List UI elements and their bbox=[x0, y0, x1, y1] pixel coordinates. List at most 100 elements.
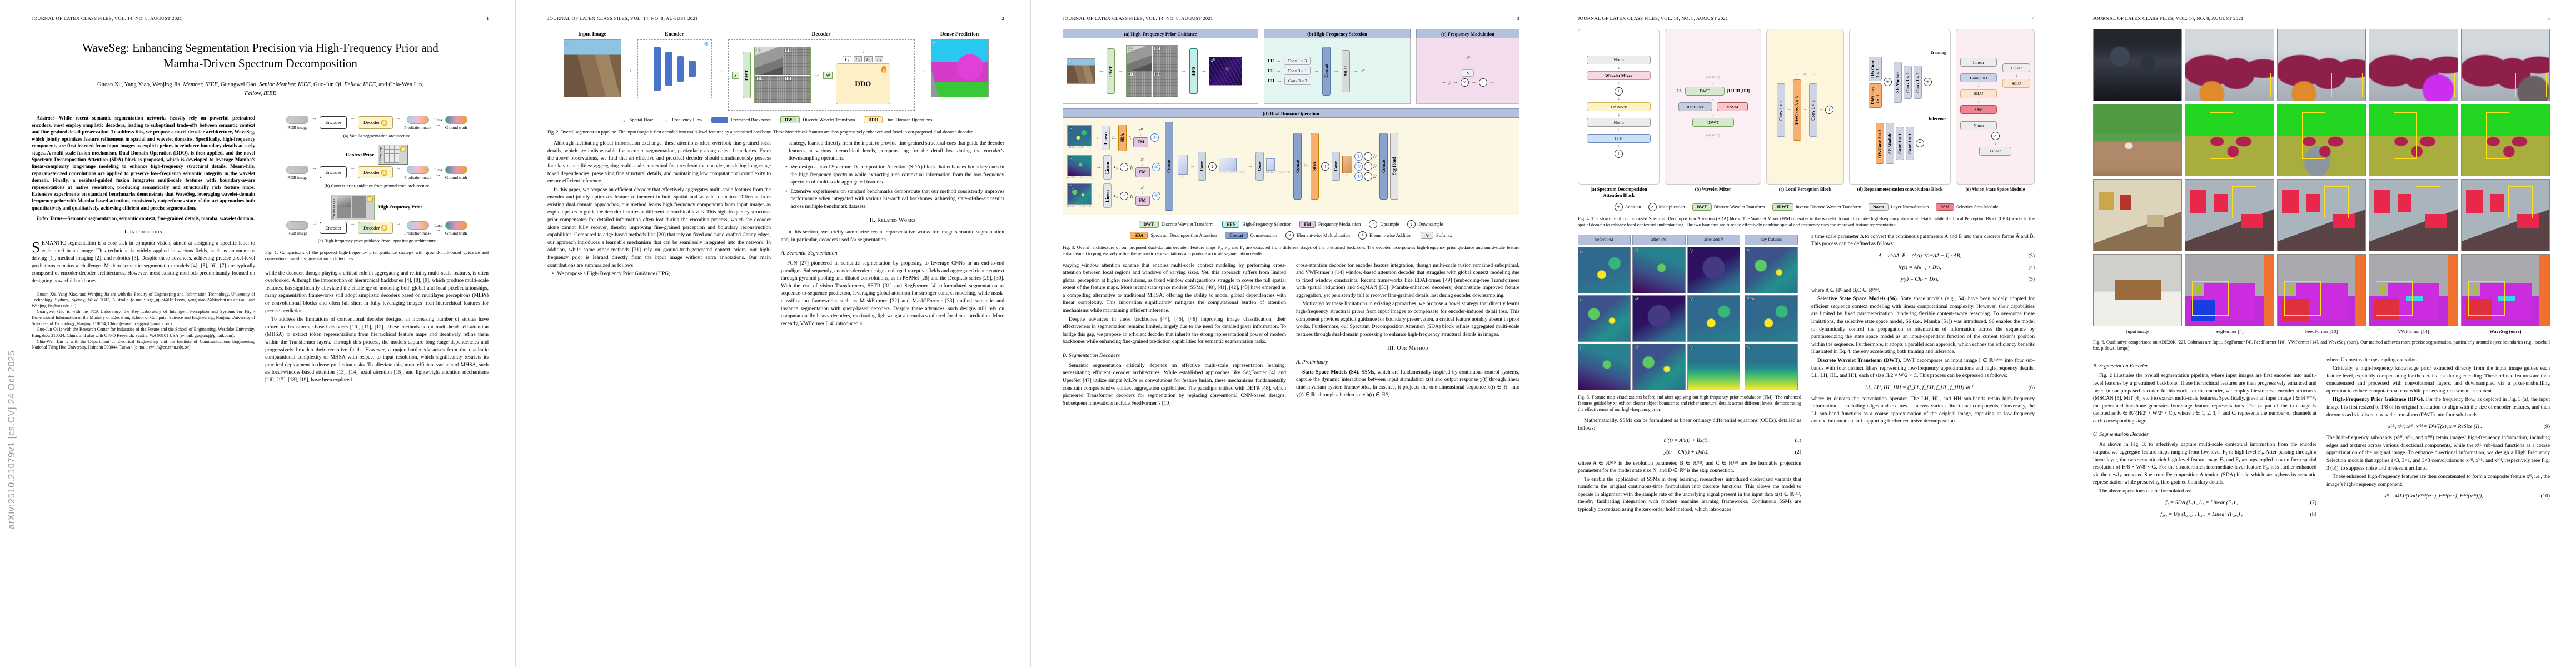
bulb-icon bbox=[366, 196, 373, 202]
ffn-box: FFN bbox=[1587, 133, 1651, 143]
concat-box: Concat bbox=[1322, 46, 1331, 96]
bullet-icon: • bbox=[785, 165, 788, 171]
subsection-heading: A. Preliminary bbox=[1296, 359, 1328, 365]
multiply-icon: × bbox=[1648, 203, 1657, 211]
dwconv1x1-box: DWConv 1×1 bbox=[1868, 56, 1882, 81]
input-thumb: x bbox=[1067, 58, 1095, 84]
idwt-box: IDWT bbox=[1692, 118, 1734, 127]
multiply-icon: × bbox=[1460, 78, 1469, 87]
qualitative-seg-image bbox=[2276, 104, 2366, 176]
arrow-down-icon: ↓ bbox=[1712, 80, 1715, 86]
feature-map: f₄ᵃ bbox=[1687, 343, 1740, 390]
paragraph: These enhanced high-frequency features a… bbox=[2326, 474, 2550, 487]
arrow-down-icon: ↓ bbox=[1712, 112, 1715, 117]
arrow-right-icon: → bbox=[396, 220, 402, 227]
panel-b-title: (b) High-Frequency Selection bbox=[1264, 29, 1411, 38]
silu-box: SiLU bbox=[1960, 89, 1997, 98]
repblock-box: RepBlock bbox=[1678, 102, 1713, 111]
add-icon: + bbox=[1916, 139, 1925, 147]
conv1x1-box: Conv 1×1 bbox=[1777, 83, 1786, 137]
dwt-box: DWT bbox=[1685, 86, 1725, 96]
backbone-bar bbox=[688, 61, 696, 77]
paragraph: Fig. 2 illustrates the overall segmentat… bbox=[2093, 373, 2316, 424]
ssm-box: SSM bbox=[1960, 105, 1997, 115]
journal-title: JOURNAL OF LATEX CLASS FILES, VOL. 14, N… bbox=[32, 16, 182, 21]
contribution-bullet: •We propose a High-Frequency Prior Guida… bbox=[547, 271, 771, 278]
fig2-caption: Fig. 2. Overall segmentation pipeline. T… bbox=[547, 130, 974, 135]
add-icon: + bbox=[1364, 162, 1373, 171]
fig1-hf-prior: Wavelet domain High-frequency Prior bbox=[265, 194, 489, 220]
paragraph: Motivated by these limitations in existi… bbox=[1296, 301, 1519, 337]
paragraph: Although facilitating global information… bbox=[547, 141, 771, 185]
linear-box: Linear bbox=[1960, 58, 1997, 67]
arrow-right-icon: → bbox=[1489, 79, 1495, 85]
paragraph: The high-frequency sub-bands (xᴸᴴ, xᴴᴸ, … bbox=[2326, 435, 2550, 471]
prediction-pill bbox=[406, 116, 429, 125]
qualitative-input-image bbox=[2093, 29, 2183, 101]
feature-map: f₂ᵃ bbox=[1687, 246, 1740, 293]
bulb-icon bbox=[381, 225, 388, 231]
bulb-icon bbox=[400, 146, 406, 153]
qualitative-seg-image bbox=[2276, 179, 2366, 251]
add-icon: + bbox=[1478, 78, 1487, 87]
arrow-right-icon: → bbox=[350, 220, 356, 227]
fig1-subcaption-b: (b) Context prior guidance from ground t… bbox=[324, 183, 430, 188]
journal-title: JOURNAL OF LATEX CLASS FILES, VOL. 14, N… bbox=[2093, 16, 2244, 21]
figure-1: RGB image → Encoder → Decoder → Predicti… bbox=[265, 116, 489, 245]
snowflake-icon: ❄ bbox=[704, 41, 709, 48]
arrow-down-icon: ↓ bbox=[1712, 96, 1715, 101]
column-right: where Up means the upsampling operation.… bbox=[2326, 357, 2550, 523]
highlight-box bbox=[2331, 73, 2363, 97]
concat-box: Concat bbox=[1293, 133, 1302, 200]
add-icon: + bbox=[1923, 78, 1932, 86]
encoder-box: Encoder bbox=[320, 221, 347, 234]
arrow-down-icon: ↓ bbox=[1977, 98, 1980, 104]
highlight-box bbox=[2416, 186, 2441, 218]
fig6-caption: Fig. 6. Qualitative comparisons on ADE20… bbox=[2093, 340, 2550, 351]
feature-map: fₒᵤₜ bbox=[1745, 343, 1798, 390]
arrow-down-icon: ↓ bbox=[1617, 81, 1620, 86]
feature-map: ② bbox=[1632, 246, 1686, 293]
seg-head-box: Seg Head bbox=[1390, 133, 1399, 200]
backbone-bar bbox=[676, 56, 684, 82]
fig1-context-prior: Context Prior Affinity map bbox=[265, 145, 489, 165]
sda-box: SDA bbox=[1311, 133, 1319, 200]
page-header: JOURNAL OF LATEX CLASS FILES, VOL. 14, N… bbox=[32, 16, 489, 21]
conv-box: Conv bbox=[1197, 152, 1206, 181]
highlight-box bbox=[2485, 112, 2509, 159]
feature-image: F₃ bbox=[1067, 155, 1092, 176]
feature-map: fCon bbox=[1745, 295, 1798, 342]
arrow-down-icon: ↓ bbox=[861, 46, 865, 54]
dwconv3x3-box: DWConv 3×3 bbox=[1876, 122, 1885, 164]
subsection-heading: B. Segmentation Decoders bbox=[1063, 352, 1120, 359]
add-icon: + bbox=[1615, 87, 1623, 96]
lp-block-box: LP Block bbox=[1587, 102, 1651, 111]
paragraph: where A ∈ ℝᴺˣᴺ is the evolution paramete… bbox=[1578, 460, 1801, 474]
column-right: RGB image → Encoder → Decoder → Predicti… bbox=[265, 115, 489, 385]
figure-3: (a) High-Frequency Prior Guidance x → DW… bbox=[1063, 29, 1519, 257]
paragraph: varying window attention scheme that ena… bbox=[1063, 262, 1286, 314]
equation: h′(t) = Ah(t) + Bx(t),(1) bbox=[1663, 437, 1801, 444]
dense-prediction-image: y bbox=[930, 39, 989, 97]
mlp-box: MLP bbox=[1341, 49, 1350, 92]
conv1x1-box: Conv 1×1 bbox=[1903, 65, 1912, 99]
upsample-icon: ↑ bbox=[1321, 162, 1330, 171]
dwconv3x3-box: DWConv 3×3 bbox=[1793, 79, 1802, 141]
se-module-box: SE Module bbox=[1893, 61, 1902, 103]
page-1: JOURNAL OF LATEX CLASS FILES, VOL. 14, N… bbox=[0, 0, 515, 667]
arrow-right-icon: → bbox=[1471, 79, 1477, 85]
paragraph: a time scale parameter Δ to convert the … bbox=[1811, 233, 2035, 247]
paragraph: As shown in Fig. 3, to effectively captu… bbox=[2093, 442, 2316, 486]
page-header: JOURNAL OF LATEX CLASS FILES, VOL. 14, N… bbox=[1578, 16, 2035, 21]
figure-2: Input Image x → Encoder ❄ bbox=[547, 31, 1004, 135]
feature-cube-fa bbox=[1342, 155, 1353, 173]
arrow-right-icon: → bbox=[814, 72, 820, 78]
feature-map: f₂ bbox=[1578, 246, 1631, 293]
fig4-caption: Fig. 4. The structure of our proposed Sp… bbox=[1578, 216, 2035, 228]
paragraph: In this paper, we propose an efficient d… bbox=[547, 187, 771, 268]
page-number: 2 bbox=[1001, 16, 1004, 21]
arrow-right-icon: → bbox=[1452, 79, 1458, 85]
arrow-right-icon: → bbox=[1200, 67, 1206, 74]
